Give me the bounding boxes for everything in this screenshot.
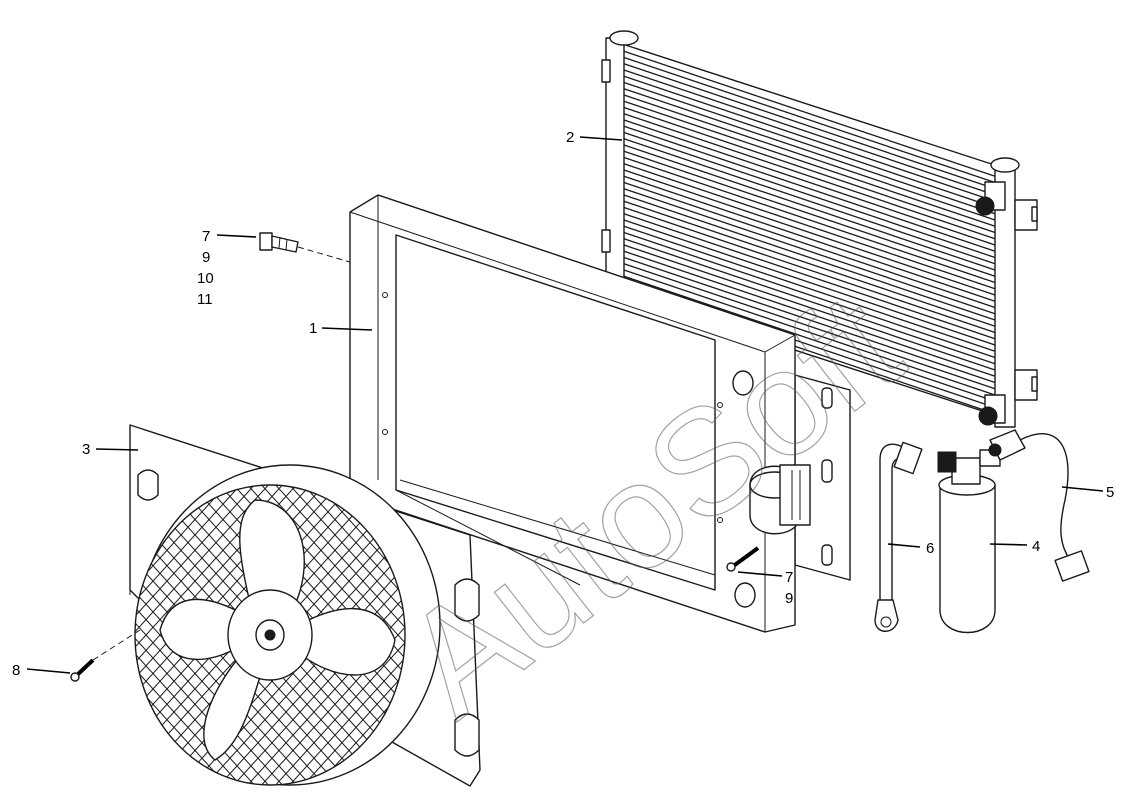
condenser (601, 30, 1038, 428)
condenser-fin (623, 181, 996, 309)
mesh-wire (0, 470, 100, 798)
condenser-fin (623, 156, 996, 284)
mesh-wire (261, 485, 405, 785)
condenser-fin (623, 50, 996, 177)
radiator (349, 194, 851, 633)
callout-4: 4 (1032, 538, 1040, 555)
condenser-fin (623, 194, 996, 321)
condenser-fin (623, 75, 996, 202)
mesh-wire (0, 470, 100, 798)
mesh-wire (275, 485, 405, 785)
refrigerant-hose (874, 441, 923, 632)
callout-1: 1 (309, 320, 317, 337)
bolt-7-top (259, 232, 351, 263)
callout-11: 11 (197, 291, 213, 308)
condenser-fin (623, 188, 996, 315)
mesh-wire (303, 485, 405, 785)
condenser-fin (623, 263, 996, 390)
mesh-wire (135, 485, 143, 785)
condenser-fin (623, 200, 996, 327)
condenser-fin (623, 119, 996, 246)
condenser-fin (623, 225, 996, 352)
callout-7-side: 7 (785, 569, 793, 586)
callout-labels: 1 2 3 4 5 6 7 9 10 11 7 9 8 (12, 129, 1114, 679)
mesh-wire (0, 470, 114, 798)
mesh-wire (247, 485, 405, 785)
condenser-fin (623, 125, 996, 252)
condenser-fin (623, 269, 996, 396)
condenser-fin (623, 81, 996, 209)
condenser-fin (623, 169, 996, 296)
mesh-wire (0, 470, 114, 798)
condenser-fins (623, 50, 996, 415)
mesh-wire (289, 485, 405, 785)
mesh-wire (135, 485, 269, 785)
mesh-wire (275, 485, 405, 785)
condenser-fin (623, 238, 996, 365)
callout-5: 5 (1106, 484, 1114, 501)
receiver-drier (937, 449, 1001, 634)
mesh-wire (135, 485, 283, 785)
callout-10: 10 (197, 270, 214, 287)
leader-lines (26, 136, 1104, 674)
callout-2: 2 (566, 129, 574, 146)
condenser-fin (623, 250, 996, 377)
mesh-wire (135, 485, 241, 785)
condenser-fin (623, 138, 996, 265)
condenser-fin (623, 231, 996, 359)
mesh-wire (261, 485, 405, 785)
mesh-wire (0, 470, 128, 798)
mesh-wire (303, 485, 405, 785)
condenser-fin (623, 256, 996, 384)
condenser-fin (623, 244, 996, 371)
mesh-wire (135, 485, 143, 785)
condenser-fin (623, 63, 996, 190)
mesh-wire (0, 470, 128, 798)
condenser-fin (623, 219, 996, 346)
condenser-fin (623, 113, 996, 240)
callout-9-top: 9 (202, 249, 210, 266)
callout-6: 6 (926, 540, 934, 557)
condenser-fin (623, 175, 996, 302)
callout-9-side: 9 (785, 590, 793, 607)
bolt-7-side (726, 546, 760, 572)
condenser-fin (623, 275, 996, 402)
bolt-8 (70, 629, 141, 682)
fan-shroud (0, 424, 481, 798)
condenser-fin (623, 150, 996, 277)
callout-8: 8 (12, 662, 20, 679)
callout-3: 3 (82, 441, 90, 458)
callout-7-top: 7 (202, 228, 210, 245)
mesh-wire (135, 485, 255, 785)
condenser-fin (623, 206, 996, 334)
condenser-fin (623, 94, 996, 221)
condenser-fin (623, 56, 996, 184)
condenser-fin (623, 100, 996, 227)
condenser-fin (623, 106, 996, 234)
mesh-wire (289, 485, 405, 785)
condenser-fin (623, 131, 996, 259)
condenser-fin (623, 163, 996, 290)
condenser-fin (623, 213, 996, 340)
condenser-fin (623, 144, 996, 271)
condenser-fin (623, 88, 996, 215)
mesh-wire (135, 485, 241, 785)
pressure-switch-cable (988, 429, 1090, 582)
condenser-fin (623, 69, 996, 196)
mesh-wire (135, 485, 255, 785)
